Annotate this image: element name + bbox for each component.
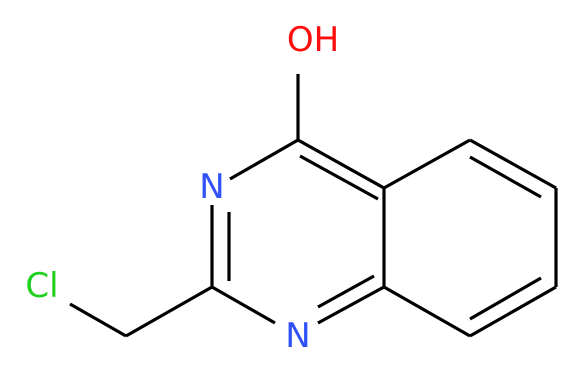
bond-c4-c4a-inner: [299, 154, 379, 201]
atom-oh-label: OH: [287, 20, 339, 60]
bond-c5-c6: [469, 138, 557, 190]
bond-ch2-cl: [69, 302, 127, 338]
bond-c5-c6-inner: [469, 155, 542, 199]
bond-c2-n1: [211, 285, 276, 325]
bond-c2-ch2: [125, 285, 213, 338]
atom-labels: OH N N Cl: [25, 20, 339, 356]
bonds: [69, 74, 558, 338]
bond-c7-c8-inner: [469, 276, 542, 321]
bond-c8-c8a: [383, 285, 471, 338]
bond-n1-c8a: [317, 285, 385, 325]
bond-c4a-c5: [383, 138, 471, 190]
atom-n1-label: N: [285, 316, 310, 356]
bond-c4-n3: [229, 138, 299, 181]
bond-c4-c4a: [297, 138, 385, 190]
atom-cl-label: Cl: [25, 266, 58, 306]
atom-n3-label: N: [199, 167, 224, 207]
bond-n1-c8a-inner: [317, 274, 375, 309]
bond-c7-c8: [469, 285, 557, 338]
